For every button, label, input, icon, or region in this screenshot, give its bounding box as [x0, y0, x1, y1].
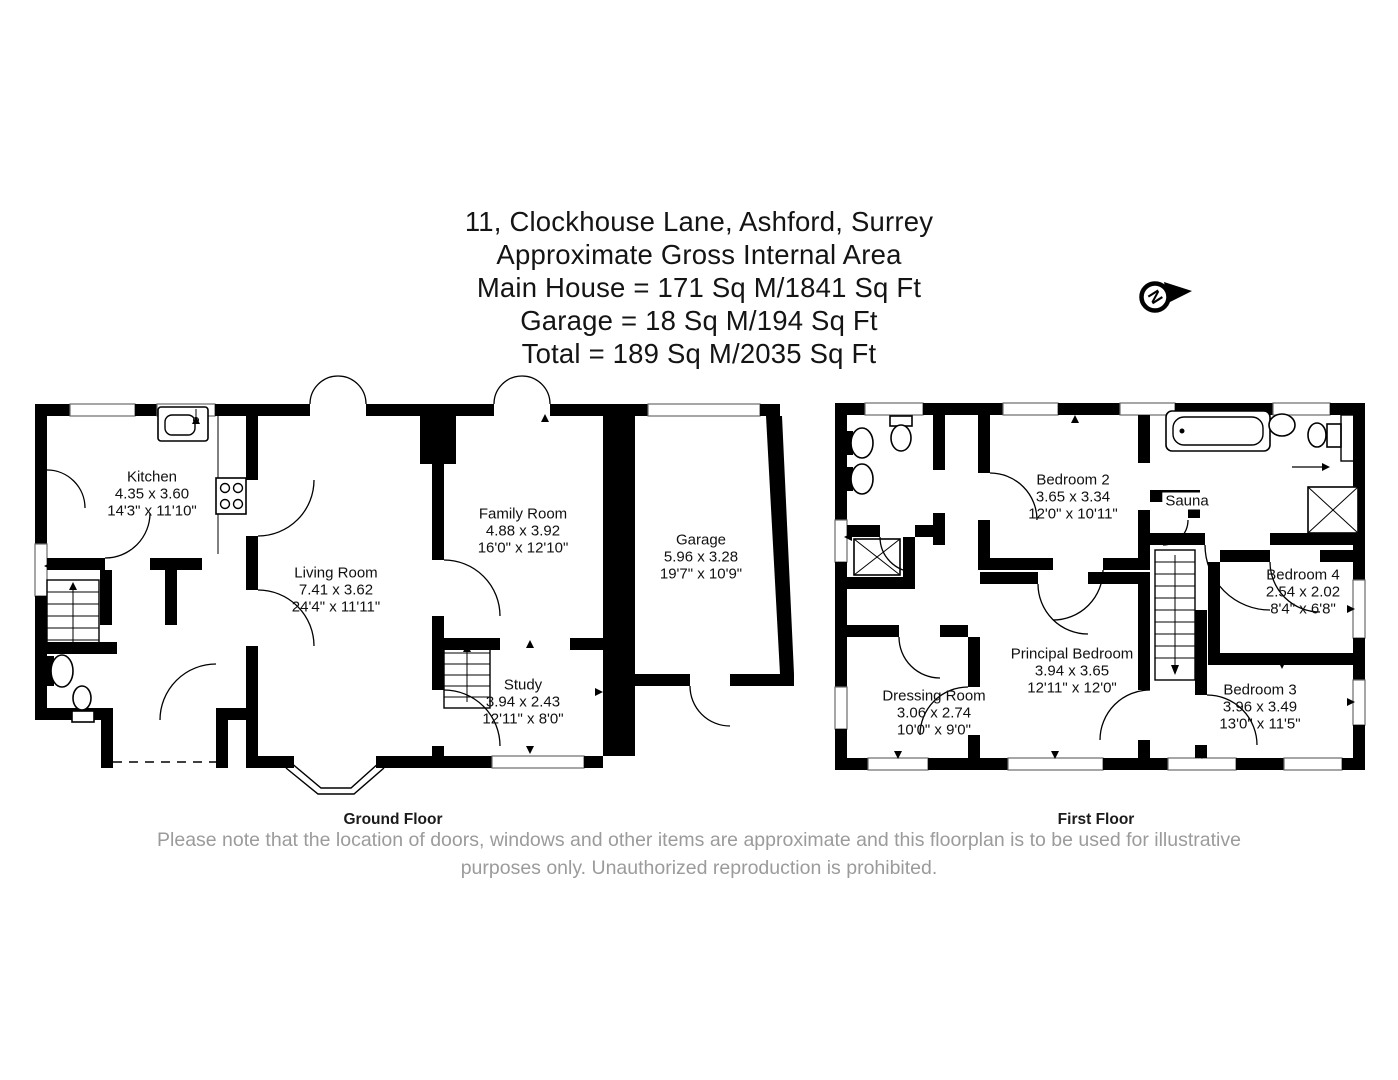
stairs-hall-icon	[46, 579, 100, 653]
compass-north-icon: N	[1139, 281, 1192, 313]
room-name: Garage	[675, 531, 727, 549]
ground-floor-plan	[34, 375, 794, 795]
room-name: Bedroom 3	[1223, 681, 1297, 699]
room-dim-metric: 7.41 x 3.62	[298, 581, 374, 599]
shower-icon-tr	[1307, 486, 1359, 534]
first-floor-plan	[834, 402, 1366, 771]
room-label-sauna: Sauna	[1162, 492, 1212, 510]
ground-floor-caption: Ground Floor	[343, 811, 443, 828]
disclaimer-line-2: purposes only. Unauthorized reproduction…	[460, 857, 938, 879]
room-dim-imperial: 12'0" x 10'11"	[1028, 505, 1118, 523]
room-dim-metric: 3.06 x 2.74	[896, 704, 972, 722]
room-dim-imperial: 12'11" x 12'0"	[1027, 679, 1117, 697]
room-dim-metric: 4.88 x 3.92	[485, 522, 561, 540]
direction-arrow-icon	[1292, 463, 1330, 471]
room-name: Sauna	[1165, 492, 1209, 510]
room-dim-imperial: 19'7" x 10'9"	[659, 565, 743, 583]
basin-icon-tr	[1268, 413, 1296, 437]
title-block: 11, Clockhouse Lane, Ashford, Surrey App…	[0, 205, 1398, 370]
room-label-bedroom-3: Bedroom 3 3.96 x 3.49 13'0" x 11'5"	[1219, 682, 1300, 733]
room-name: Bedroom 4	[1266, 566, 1340, 584]
room-dim-metric: 2.54 x 2.02	[1265, 583, 1341, 601]
room-name: Dressing Room	[882, 687, 986, 705]
room-label-bedroom-2: Bedroom 2 3.65 x 3.34 12'0" x 10'11"	[1028, 472, 1118, 523]
hob-icon	[215, 477, 247, 515]
room-dim-imperial: 10'0" x 9'0"	[897, 721, 971, 739]
garage-area-line: Garage = 18 Sq M/194 Sq Ft	[520, 305, 878, 336]
room-name: Kitchen	[126, 468, 178, 486]
room-dim-imperial: 16'0" x 12'10"	[477, 539, 569, 557]
wc-basin-icon	[47, 654, 74, 688]
disclaimer: Please note that the location of doors, …	[0, 826, 1398, 882]
room-dim-metric: 3.94 x 2.43	[485, 693, 561, 711]
room-dim-metric: 3.96 x 3.49	[1222, 698, 1298, 716]
room-dim-imperial: 12'11" x 8'0"	[482, 710, 564, 728]
room-dim-metric: 4.35 x 3.60	[114, 485, 190, 503]
shower-icon-tl	[853, 538, 901, 576]
room-dim-metric: 3.94 x 3.65	[1034, 662, 1110, 680]
room-label-dressing-room: Dressing Room 3.06 x 2.74 10'0" x 9'0"	[882, 688, 985, 739]
room-label-garage: Garage 5.96 x 3.28 19'7" x 10'9"	[660, 532, 742, 583]
room-name: Living Room	[294, 564, 378, 582]
room-label-principal-bedroom: Principal Bedroom 3.94 x 3.65 12'11" x 1…	[1011, 646, 1134, 697]
toilet-icon-tl	[889, 415, 913, 452]
room-dim-imperial: 14'3" x 11'10"	[107, 502, 197, 520]
main-house-area-line: Main House = 171 Sq M/1841 Sq Ft	[476, 272, 922, 303]
room-dim-metric: 3.65 x 3.34	[1035, 488, 1111, 506]
room-name: Bedroom 2	[1036, 471, 1110, 489]
room-dim-imperial: 13'0" x 11'5"	[1219, 715, 1301, 733]
room-label-bedroom-4: Bedroom 4 2.54 x 2.02 8'4" x 6'8"	[1266, 567, 1340, 618]
room-label-family-room: Family Room 4.88 x 3.92 16'0" x 12'10"	[478, 506, 569, 557]
wc-toilet-icon	[71, 685, 95, 723]
room-dim-imperial: 24'4" x 11'11"	[291, 598, 381, 616]
kitchen-sink-icon	[157, 406, 209, 442]
disclaimer-line-1: Please note that the location of doors, …	[157, 829, 1241, 851]
gross-area-line: Approximate Gross Internal Area	[496, 239, 902, 270]
address-line: 11, Clockhouse Lane, Ashford, Surrey	[464, 206, 934, 237]
bathtub-icon	[1165, 410, 1271, 452]
twin-basins-icon	[847, 427, 874, 495]
total-area-line: Total = 189 Sq M/2035 Sq Ft	[521, 338, 877, 369]
svg-text:N: N	[1144, 287, 1167, 307]
room-name: Family Room	[478, 505, 568, 523]
toilet-icon-tr	[1307, 414, 1355, 462]
room-dim-metric: 5.96 x 3.28	[663, 548, 739, 566]
room-label-kitchen: Kitchen 4.35 x 3.60 14'3" x 11'10"	[107, 469, 197, 520]
room-name: Principal Bedroom	[1010, 645, 1134, 663]
room-dim-imperial: 8'4" x 6'8"	[1270, 600, 1336, 618]
room-label-living-room: Living Room 7.41 x 3.62 24'4" x 11'11"	[292, 565, 380, 616]
stairs-ground-icon	[443, 641, 491, 709]
room-name: Study	[503, 676, 543, 694]
stairs-first-icon	[1154, 549, 1196, 681]
first-floor-caption: First Floor	[1057, 811, 1135, 828]
room-label-study: Study 3.94 x 2.43 12'11" x 8'0"	[482, 677, 563, 728]
